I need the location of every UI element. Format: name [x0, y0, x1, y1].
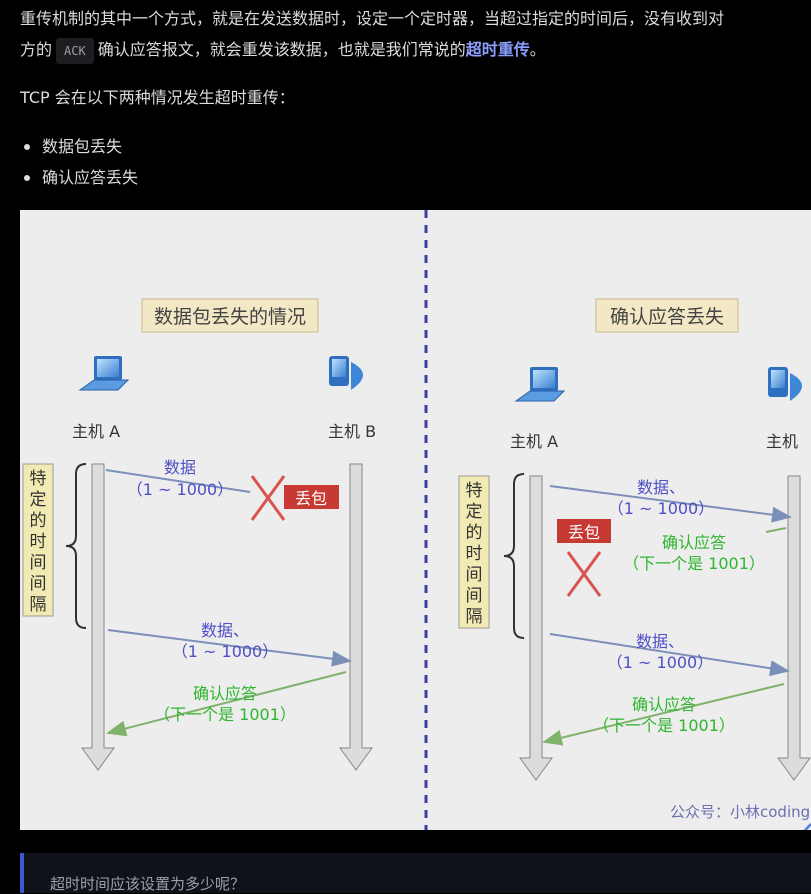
left-data2-range: （1 ~ 1000）	[172, 642, 278, 661]
blockquote: 超时时间应该设置为多少呢？	[20, 853, 811, 893]
left-data2-arrow	[107, 629, 352, 667]
list-item: 数据包丢失	[20, 131, 138, 162]
left-data1-label: 数据	[164, 458, 196, 477]
left-scenario: 数据包丢失的情况 主机 A 主机 B 特 定 的 时 间 间 隔	[22, 298, 376, 771]
left-timer-char: 隔	[30, 595, 47, 615]
left-timeline-a	[81, 463, 115, 771]
server-icon	[768, 367, 802, 401]
right-ack1-next: （下一个是 1001）	[623, 554, 765, 573]
left-timeline-b	[339, 463, 373, 771]
right-ack1-label: 确认应答	[662, 533, 726, 552]
inline-code-ack: ACK	[56, 38, 94, 64]
paragraph-line-1: 重传机制的其中一个方式，就是在发送数据时，设定一个定时器，当超过指定的时间后，没…	[20, 9, 725, 28]
right-timeline-a	[519, 475, 553, 781]
right-scenario: 确认应答丢失 主机 A 主机 特 定 的 时 间 间 隔	[458, 298, 811, 830]
computer-icon	[514, 367, 566, 402]
right-host-b-label: 主机	[766, 432, 798, 451]
left-timer-char: 定	[30, 490, 47, 510]
right-timer-char: 的	[466, 523, 483, 543]
right-timer-char: 隔	[466, 607, 483, 627]
left-timer-char: 间	[30, 553, 47, 573]
left-timer-char: 的	[30, 511, 47, 531]
left-timer-char: 间	[30, 574, 47, 594]
left-ack-arrow	[106, 671, 347, 737]
right-timer-char: 时	[466, 544, 483, 564]
right-data1-arrow	[549, 485, 792, 523]
expand-arrow-icon	[803, 823, 811, 830]
left-host-b-label: 主机 B	[328, 422, 376, 441]
right-data1-range: （1 ~ 1000）	[608, 499, 714, 518]
bullet-list: 数据包丢失 确认应答丢失	[20, 131, 138, 193]
paragraph-text: 方的	[20, 40, 53, 59]
retransmission-diagram: 数据包丢失的情况 主机 A 主机 B 特 定 的 时 间 间 隔	[20, 210, 811, 830]
left-lost-tag-text: 丢包	[295, 489, 327, 508]
right-lost-tag	[557, 519, 611, 543]
right-lost-tag-text: 丢包	[568, 523, 600, 542]
left-timer-char: 特	[30, 469, 47, 489]
right-timer-char: 定	[466, 502, 483, 522]
right-timer-char: 特	[466, 481, 483, 501]
lost-x-icon	[250, 475, 286, 521]
right-data2-label: 数据、	[636, 632, 684, 651]
paragraph-tcp-cases: TCP 会在以下两种情况发生超时重传：	[20, 88, 295, 107]
lost-x-icon	[566, 551, 602, 597]
right-timer-box	[458, 475, 490, 629]
left-timer-char: 时	[30, 532, 47, 552]
watermark: 公众号：小林coding	[670, 803, 810, 821]
right-timer-char: 间	[466, 565, 483, 585]
right-host-a-label: 主机 A	[510, 432, 558, 451]
right-data2-range: （1 ~ 1000）	[607, 653, 713, 672]
right-ack2-arrow	[542, 683, 785, 746]
right-ack1-arrow	[765, 527, 787, 533]
left-title-box	[141, 298, 319, 333]
right-timeline-b	[777, 475, 811, 781]
right-data2-arrow	[549, 633, 790, 677]
paragraph-text: 确认应答报文，就会重发该数据，也就是我们常说的	[97, 40, 466, 59]
left-lost-tag	[284, 485, 339, 509]
computer-icon	[78, 356, 130, 391]
left-host-a-label: 主机 A	[72, 422, 120, 441]
right-timer-brace	[503, 473, 525, 639]
left-timer-box	[22, 463, 54, 617]
left-ack-label: 确认应答	[193, 684, 257, 703]
right-title-box	[595, 298, 739, 333]
right-title: 确认应答丢失	[610, 306, 724, 328]
left-data1-range: （1 ~ 1000）	[127, 480, 233, 499]
right-data1-label: 数据、	[637, 478, 685, 497]
server-icon	[329, 356, 363, 390]
blockquote-text: 超时时间应该设置为多少呢？	[50, 875, 246, 893]
right-ack2-next: （下一个是 1001）	[593, 716, 735, 735]
paragraph-text: 。	[529, 40, 546, 59]
left-data1-arrow	[105, 469, 251, 493]
list-item: 确认应答丢失	[20, 162, 138, 193]
left-ack-next: （下一个是 1001）	[154, 705, 296, 724]
left-data2-label: 数据、	[201, 621, 249, 640]
right-ack2-label: 确认应答	[632, 695, 696, 714]
emphasis-timeout-retransmit: 超时重传	[465, 40, 530, 59]
right-timer-char: 间	[466, 586, 483, 606]
left-title: 数据包丢失的情况	[154, 306, 306, 328]
left-timer-brace	[65, 463, 87, 629]
